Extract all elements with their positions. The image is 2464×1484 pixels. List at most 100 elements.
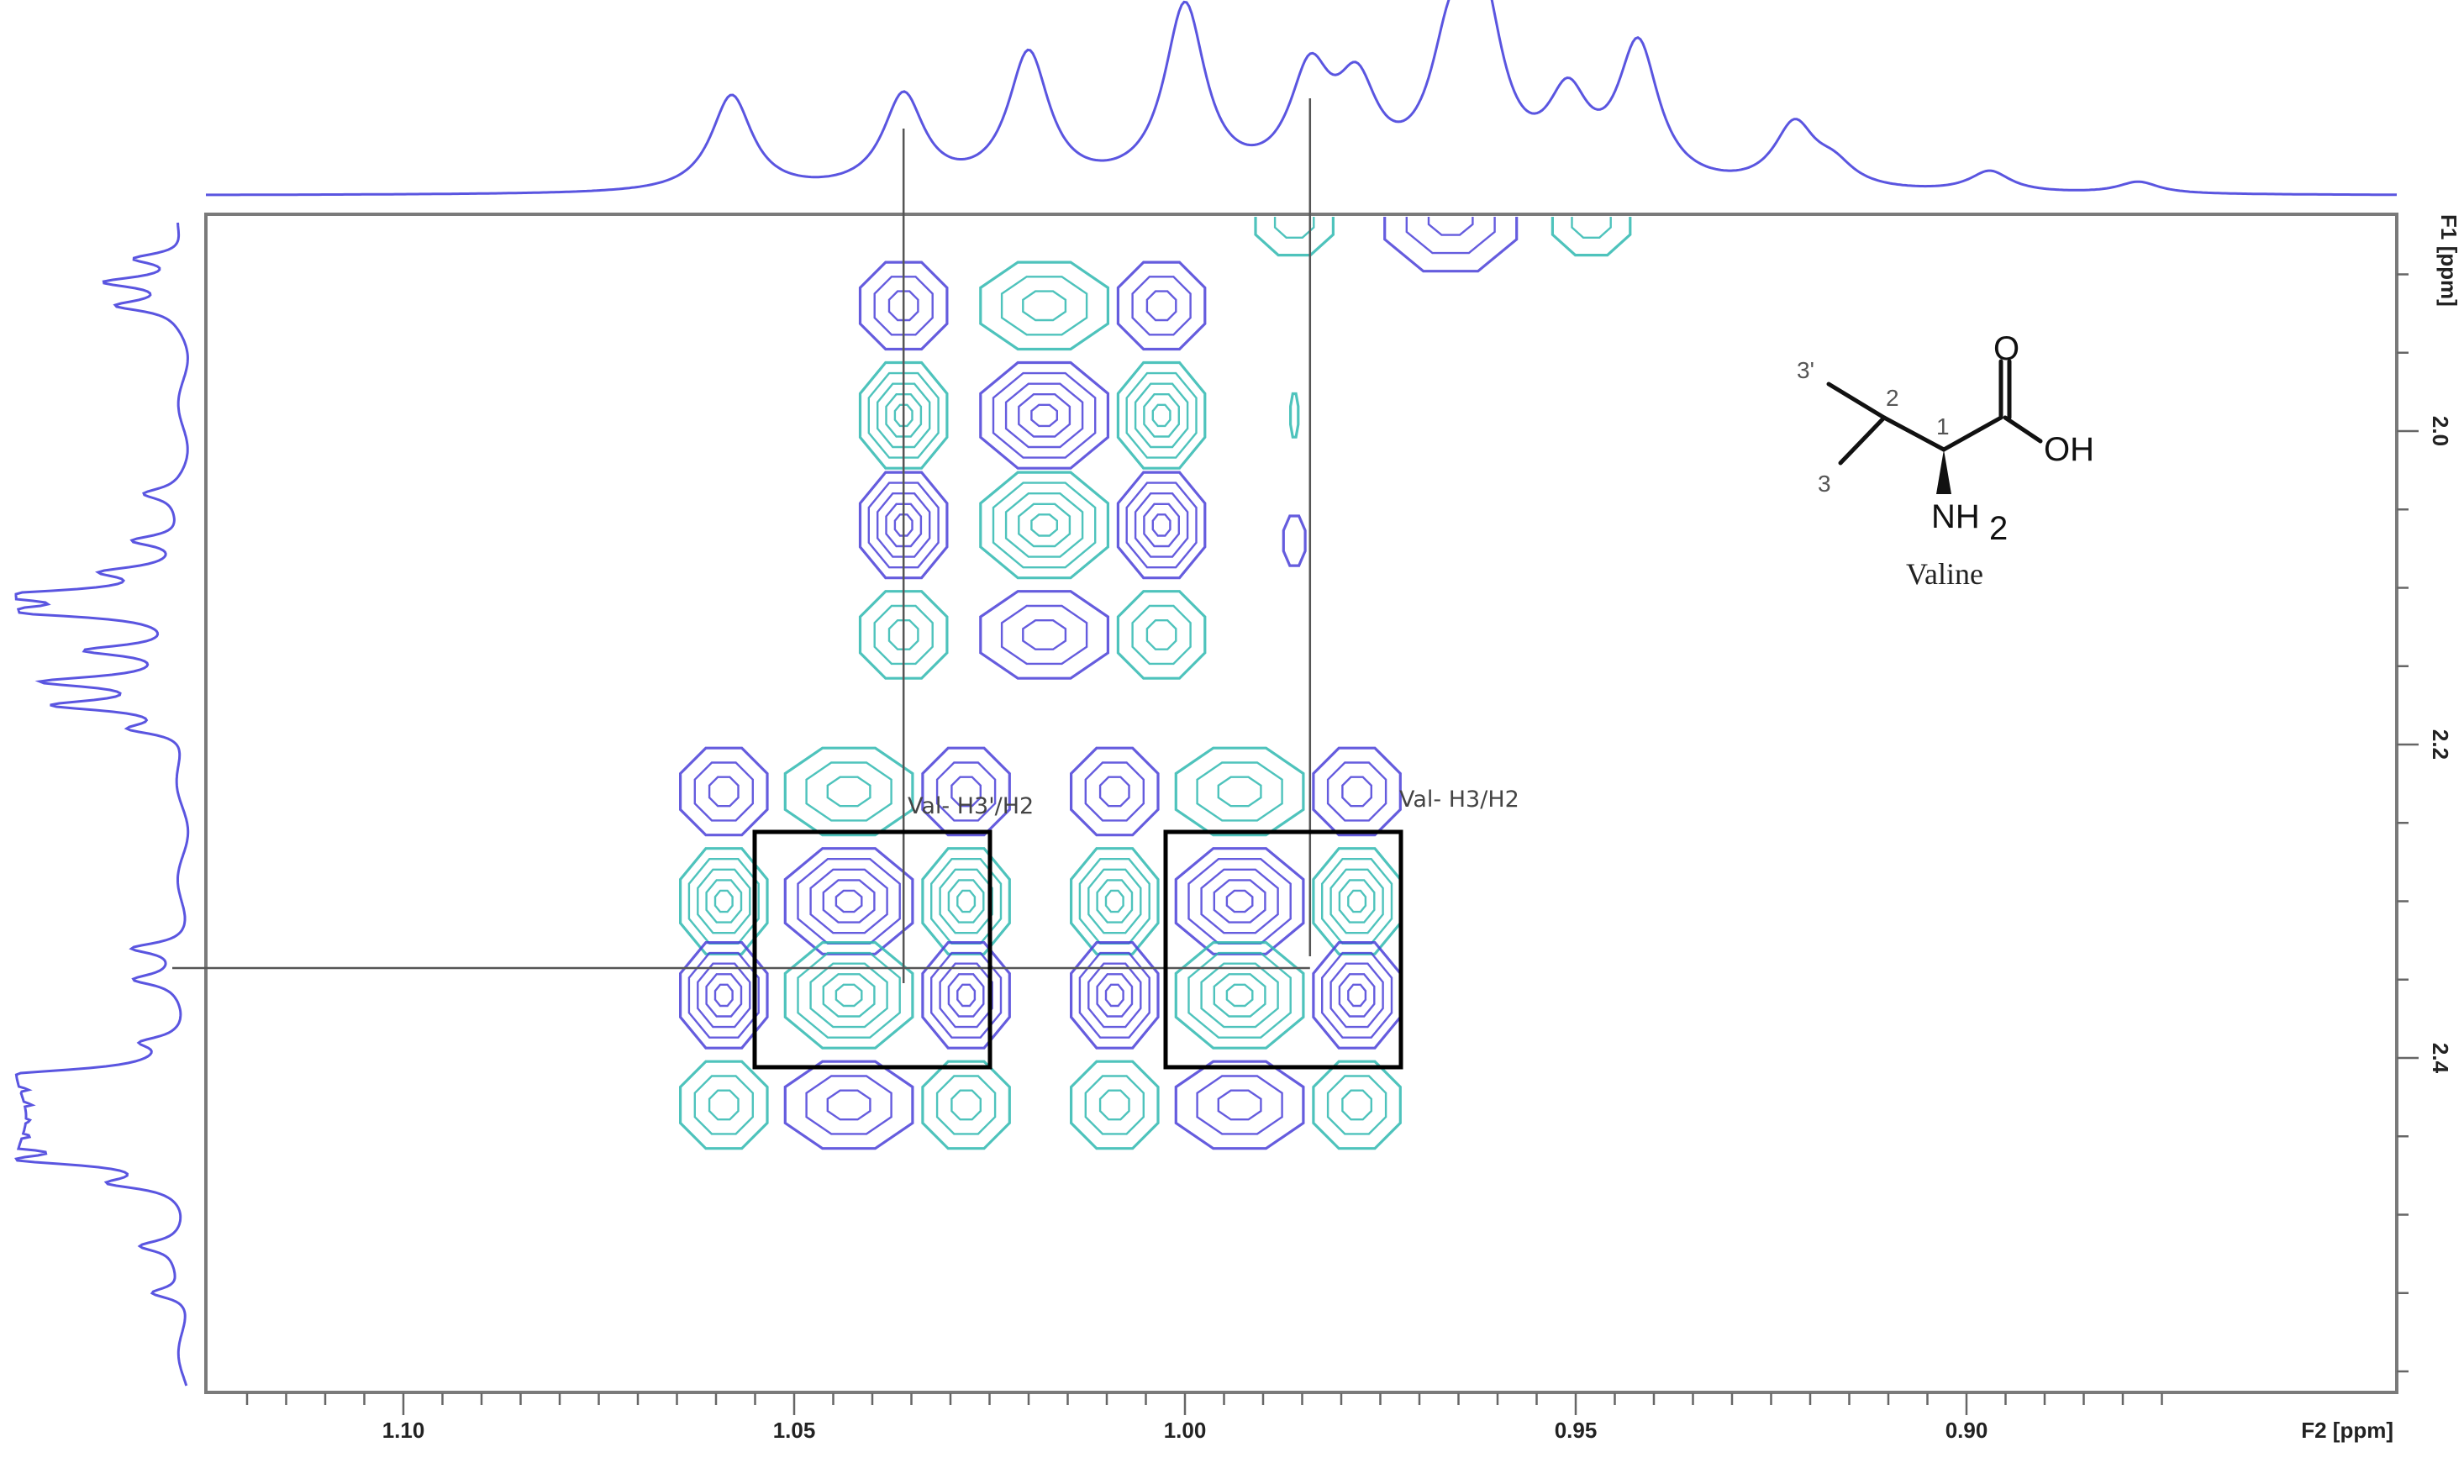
left-1d-projection — [14, 222, 190, 1387]
box-val-h3-h2 — [1163, 829, 1403, 1070]
contour-line — [1213, 973, 1266, 1018]
contour-line — [1174, 746, 1305, 837]
contour-line — [992, 371, 1097, 459]
contour-line — [947, 879, 985, 924]
contour-line — [979, 590, 1110, 680]
contour-line — [1098, 1089, 1130, 1121]
contour-line — [1196, 761, 1283, 822]
contour-layer — [678, 217, 1632, 1150]
contour-line — [678, 746, 769, 837]
contour-line — [1273, 217, 1315, 239]
contour-line — [950, 1089, 982, 1121]
contour-line — [858, 260, 949, 351]
contour-line — [1225, 889, 1254, 913]
contour-line — [1134, 492, 1189, 558]
contour-line — [1087, 868, 1142, 934]
x-tick-label: 1.10 — [382, 1418, 425, 1443]
atom-hydroxyl: OH — [2044, 431, 2094, 468]
contour-line — [1282, 514, 1307, 567]
contour-line — [876, 382, 931, 449]
label-c1: 1 — [1936, 413, 1950, 439]
contour-line — [1174, 847, 1305, 955]
contour-line — [678, 1060, 769, 1150]
contour-line — [1069, 746, 1160, 837]
contour-line — [935, 1075, 997, 1135]
contour-line — [697, 962, 751, 1029]
contour-line — [979, 360, 1110, 470]
contour-line — [783, 847, 914, 955]
contour-line — [822, 879, 876, 924]
label-c3: 3 — [1818, 471, 1831, 497]
contour-line — [713, 983, 734, 1008]
y-tick-label: 2.2 — [2428, 729, 2453, 760]
contour-line — [1347, 983, 1367, 1008]
contour-line — [1069, 847, 1160, 955]
contour-line — [1320, 951, 1393, 1039]
highlight-boxes — [752, 829, 1403, 1070]
contour-line — [1096, 973, 1134, 1018]
atom-amine-subscript: 2 — [1989, 510, 2008, 547]
contour-line — [783, 940, 914, 1050]
contour-line — [992, 482, 1097, 569]
contour-line — [678, 847, 769, 955]
contour-line — [1312, 1060, 1402, 1150]
contour-line — [1571, 217, 1612, 239]
contour-line — [834, 983, 863, 1008]
contour-line — [705, 879, 743, 924]
contour-line — [708, 1089, 740, 1121]
contour-line — [1116, 590, 1207, 680]
x-tick-label: 1.00 — [1164, 1418, 1207, 1443]
contour-line — [1069, 1060, 1160, 1150]
x-axis-title: F2 [ppm] — [2301, 1418, 2393, 1443]
atom-oxygen: O — [1993, 330, 2019, 367]
contour-line — [1096, 879, 1134, 924]
x-tick-label: 0.90 — [1945, 1418, 1988, 1443]
contour-line — [939, 868, 993, 934]
contour-line — [1018, 393, 1071, 438]
label-c2: 2 — [1886, 385, 1899, 411]
contour-line — [697, 868, 751, 934]
wedge-bond — [1936, 450, 1951, 494]
box-val-h3prime-h2 — [752, 829, 992, 1070]
plot-frame — [204, 213, 2398, 1394]
contour-line — [1116, 360, 1207, 470]
contour-line — [1312, 847, 1402, 955]
contour-line — [1004, 382, 1084, 449]
contour-line — [693, 761, 754, 822]
contour-line — [1000, 604, 1088, 666]
contour-line — [1217, 776, 1262, 808]
contour-line — [1174, 940, 1305, 1050]
contour-line — [1131, 276, 1192, 336]
contour-line — [1084, 1075, 1145, 1135]
contour-line — [921, 847, 1011, 955]
contour-line — [929, 951, 1003, 1039]
contour-line — [822, 973, 876, 1018]
atom-amine: NH — [1931, 498, 1980, 535]
contour-line — [783, 1060, 914, 1150]
contour-line — [921, 940, 1011, 1050]
contour-line — [887, 290, 919, 322]
contour-line — [1174, 1060, 1305, 1150]
contour-line — [1131, 604, 1192, 666]
contour-line — [921, 746, 1011, 837]
y-axis-title: F1 [ppm] — [2436, 214, 2461, 307]
contour-line — [1213, 879, 1266, 924]
contour-line — [867, 371, 940, 459]
contour-line — [826, 1089, 871, 1121]
contour-line — [1383, 217, 1519, 273]
contour-line — [1312, 940, 1402, 1050]
contour-line — [1200, 868, 1279, 934]
contour-line — [805, 1075, 892, 1135]
contour-line — [1116, 260, 1207, 351]
top-1d-projection — [206, 0, 2398, 197]
contour-line — [834, 889, 863, 913]
contour-line — [1104, 983, 1124, 1008]
contour-line — [956, 983, 977, 1008]
contour-line — [1143, 503, 1181, 548]
contour-line — [947, 973, 985, 1018]
y-tick-label: 2.0 — [2428, 416, 2453, 446]
contour-line — [858, 590, 949, 680]
contour-line — [1151, 403, 1171, 428]
y-tick-label: 2.4 — [2428, 1043, 2453, 1074]
